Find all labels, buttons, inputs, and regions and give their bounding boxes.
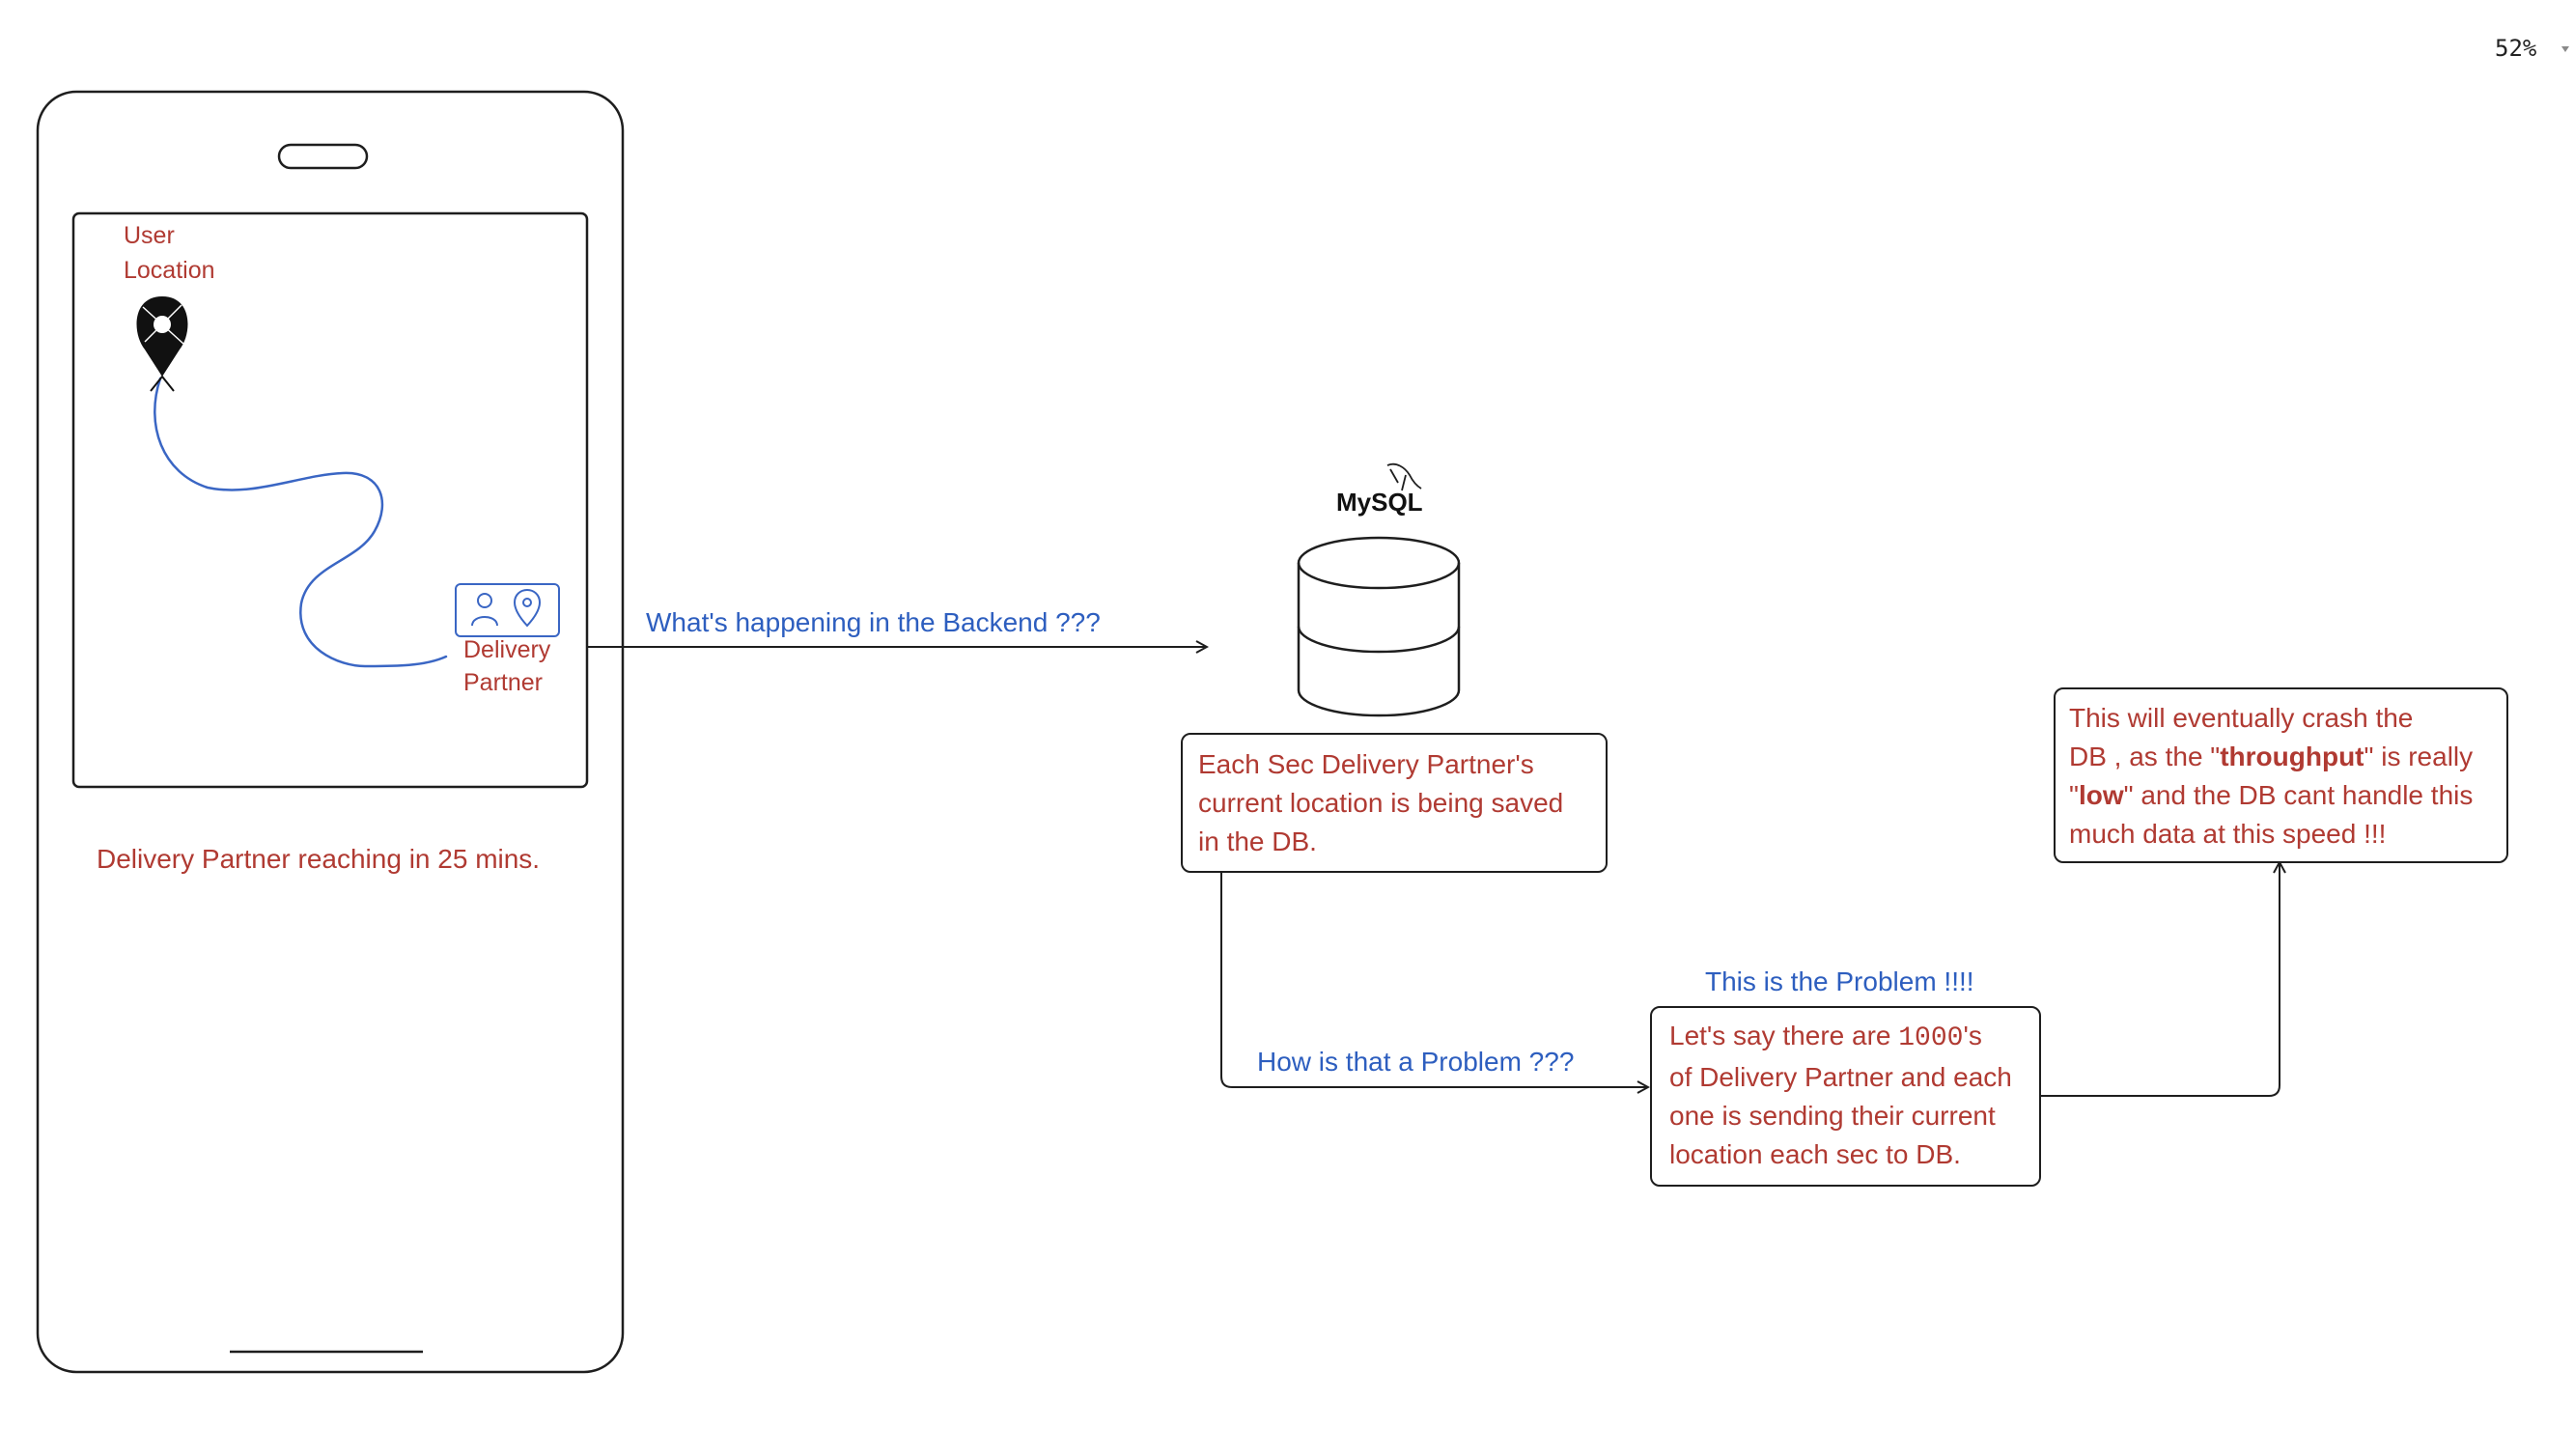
- database-icon: [1297, 536, 1461, 717]
- route-path: [154, 377, 448, 668]
- phone-frame: [36, 90, 625, 1374]
- problem-box-line-1: Let's say there are 1000's: [1669, 1021, 1982, 1053]
- mysql-dolphin-icon: [1386, 462, 1422, 491]
- user-location-label-1: User: [124, 222, 175, 249]
- map-pin-icon: [513, 588, 542, 628]
- db-box-line-2: current location is being saved: [1198, 788, 1564, 818]
- db-save-box: Each Sec Delivery Partner's current loca…: [1181, 733, 1608, 873]
- crash-box: This will eventually crash the DB , as t…: [2054, 687, 2508, 863]
- delivery-partner-marker: [455, 583, 560, 637]
- db-box-line-3: in the DB.: [1198, 826, 1317, 856]
- crash-box-line-2: DB , as the "throughput" is really: [2069, 742, 2474, 771]
- arrow-problem-to-crash: [2041, 862, 2280, 1097]
- problem-box-line-3: one is sending their current: [1669, 1101, 1996, 1131]
- problem-box: Let's say there are 1000's of Delivery P…: [1650, 1006, 2041, 1187]
- arrow-db-to-problem: [1220, 869, 1648, 1087]
- eta-text: Delivery Partner reaching in 25 mins.: [97, 844, 541, 874]
- person-icon: [471, 593, 498, 627]
- location-pin-icon: [136, 296, 188, 392]
- problem-box-line-2: of Delivery Partner and each: [1669, 1062, 2012, 1092]
- problem-box-line-4: location each sec to DB.: [1669, 1139, 1961, 1169]
- mysql-label: MySQL: [1336, 488, 1423, 517]
- zoom-level[interactable]: 52%: [2495, 35, 2537, 62]
- crash-box-line-4: much data at this speed !!!: [2069, 819, 2387, 849]
- delivery-partner-label-1: Delivery: [463, 636, 551, 663]
- db-box-line-1: Each Sec Delivery Partner's: [1198, 749, 1534, 779]
- backend-question-label: What's happening in the Backend ???: [646, 607, 1101, 637]
- problem-question-label: How is that a Problem ???: [1257, 1047, 1575, 1077]
- user-location-label-2: Location: [124, 257, 215, 284]
- caret-down-icon[interactable]: [2561, 46, 2569, 52]
- crash-box-line-3: "low" and the DB cant handle this: [2069, 780, 2474, 810]
- map-screen: [71, 211, 589, 789]
- problem-heading-label: This is the Problem !!!!: [1705, 966, 1974, 996]
- phone-speaker: [277, 143, 369, 170]
- crash-box-line-1: This will eventually crash the: [2069, 703, 2414, 733]
- delivery-partner-label-2: Partner: [463, 669, 543, 696]
